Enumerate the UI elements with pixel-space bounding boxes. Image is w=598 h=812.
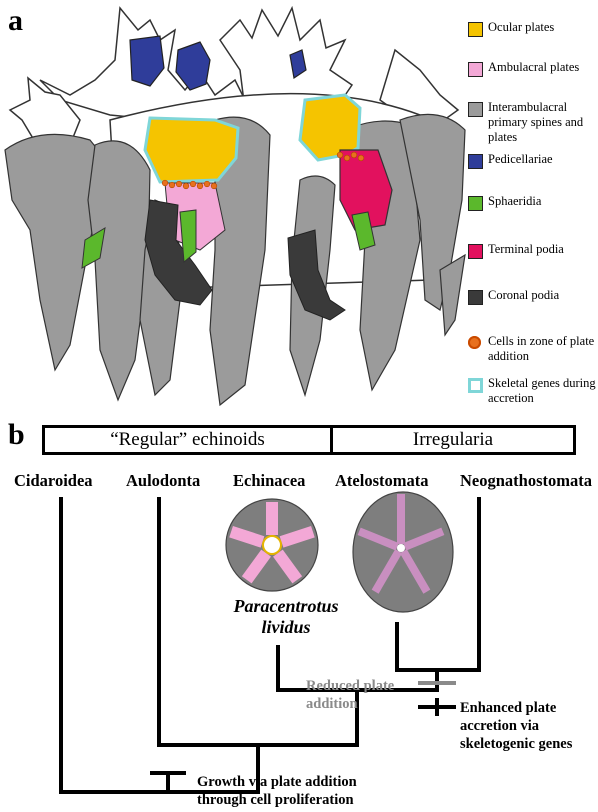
coronal-swatch xyxy=(468,290,483,305)
ambulacral-band xyxy=(403,527,445,551)
ambulacral-band xyxy=(273,549,303,584)
enhanced-accretion-label: Enhanced plate accretion via skeletogeni… xyxy=(460,700,573,752)
terminal-podia xyxy=(339,149,393,231)
ambulacral-band xyxy=(371,549,403,594)
skeletal-swatch xyxy=(468,378,483,393)
legend-label: Interambulacral primary spines and plate… xyxy=(488,100,584,144)
group-label: “Regular” echinoids xyxy=(110,429,265,450)
growth-plate-addition-label: Growth via plate addition through cell p… xyxy=(197,774,357,808)
panel-letter-a: a xyxy=(8,4,23,37)
sphaeridia-swatch xyxy=(468,196,483,211)
species-label: Paracentrotus lividus xyxy=(233,596,339,637)
ambulacral-band xyxy=(357,527,399,551)
atelostomata-test xyxy=(352,491,454,613)
ambulacral-band xyxy=(229,526,265,548)
clade-label: Aulodonta xyxy=(126,471,201,490)
panel-letter-b: b xyxy=(8,418,25,451)
ambulacral-band xyxy=(279,526,315,548)
cells-swatch xyxy=(468,336,481,349)
ambulacral-band xyxy=(241,549,271,584)
legend-label: Terminal podia xyxy=(488,242,564,256)
interambulacral-swatch xyxy=(468,102,483,117)
legend-label: Skeletal genes during accretion xyxy=(488,376,596,405)
legend-label: Cells in zone of plate addition xyxy=(488,334,595,363)
pedicellariae-heads xyxy=(129,35,307,91)
ambulacral-swatch xyxy=(468,62,483,77)
sphaeridia xyxy=(81,209,376,269)
coronal-podia xyxy=(144,199,346,321)
ocular-plates xyxy=(143,93,362,184)
terminal-swatch xyxy=(468,244,483,259)
legend-label: Pedicellariae xyxy=(488,152,553,166)
echinacea-test xyxy=(225,498,319,592)
legend-label: Ocular plates xyxy=(488,20,555,34)
clade-label: Atelostomata xyxy=(335,471,429,490)
group-label: Irregularia xyxy=(412,429,494,450)
clade-label: Echinacea xyxy=(233,471,306,490)
cell-zone-dots xyxy=(161,151,365,190)
irregularia-header: Irregularia xyxy=(330,425,576,455)
clade-label: Neognathostomata xyxy=(460,471,592,490)
legend-label: Coronal podia xyxy=(488,288,560,302)
tree-branches xyxy=(59,497,481,794)
pedicellariae-swatch xyxy=(468,154,483,169)
reduced-plate-addition-label: Reduced plate addition xyxy=(306,678,395,712)
legend-label: Ambulacral plates xyxy=(488,60,580,74)
clade-label: Cidaroidea xyxy=(14,471,93,490)
ocular-swatch xyxy=(468,22,483,37)
legend-label: Sphaeridia xyxy=(488,194,542,208)
ambulacral-band xyxy=(399,549,431,594)
